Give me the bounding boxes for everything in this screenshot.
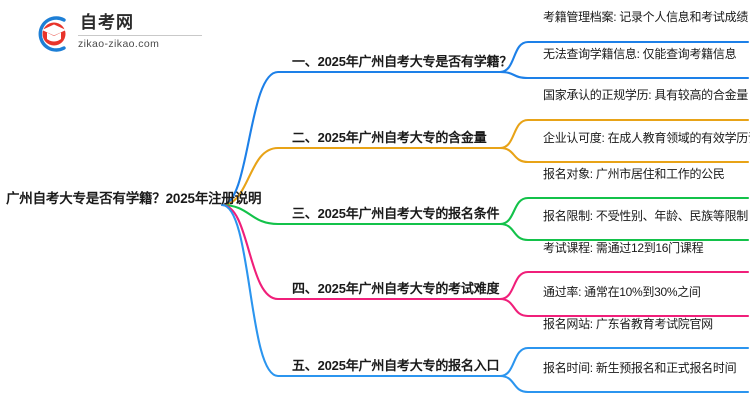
leaf-label-1-2: 无法查询学籍信息: 仅能查询考籍信息 (543, 47, 737, 61)
graduation-cap-logo-icon (38, 16, 66, 52)
leaf-label-4-2: 通过率: 通常在10%到30%之间 (543, 285, 701, 299)
site-logo[interactable]: 自考网 zikao-zikao.com (30, 10, 210, 58)
leaf-label-3-2: 报名限制: 不受性别、年龄、民族等限制 (543, 209, 748, 223)
branch-label-1: 一、2025年广州自考大专是否有学籍？ (292, 54, 513, 69)
leaf-label-5-1: 报名网站: 广东省教育考试院官网 (543, 317, 713, 331)
logo-divider (78, 35, 202, 36)
logo-text: 自考网 zikao-zikao.com (78, 13, 208, 50)
leaf-label-4-1: 考试课程: 需通过12到16门课程 (543, 241, 704, 255)
leaf-label-5-2: 报名时间: 新生预报名和正式报名时间 (543, 361, 737, 375)
leaf-label-3-1: 报名对象: 广州市居住和工作的公民 (543, 167, 725, 181)
logo-site-name: 自考网 (80, 13, 134, 32)
leaf-label-2-1: 国家承认的正规学历: 具有较高的合金量 (543, 88, 748, 102)
branch-label-4: 四、2025年广州自考大专的考试难度 (292, 281, 500, 296)
branch-label-2: 二、2025年广州自考大专的含金量 (292, 130, 487, 145)
branch-label-5: 五、2025年广州自考大专的报名入口 (292, 358, 500, 373)
leaf-label-1-1: 考籍管理档案: 记录个人信息和考试成绩 (543, 10, 748, 24)
branch-label-3: 三、2025年广州自考大专的报名条件 (292, 206, 500, 221)
logo-domain: zikao-zikao.com (78, 38, 160, 50)
leaf-label-2-2: 企业认可度: 在成人教育领域的有效学历证明 (543, 131, 750, 145)
mindmap-root-node: 广州自考大专是否有学籍？2025年注册说明 (6, 191, 262, 206)
